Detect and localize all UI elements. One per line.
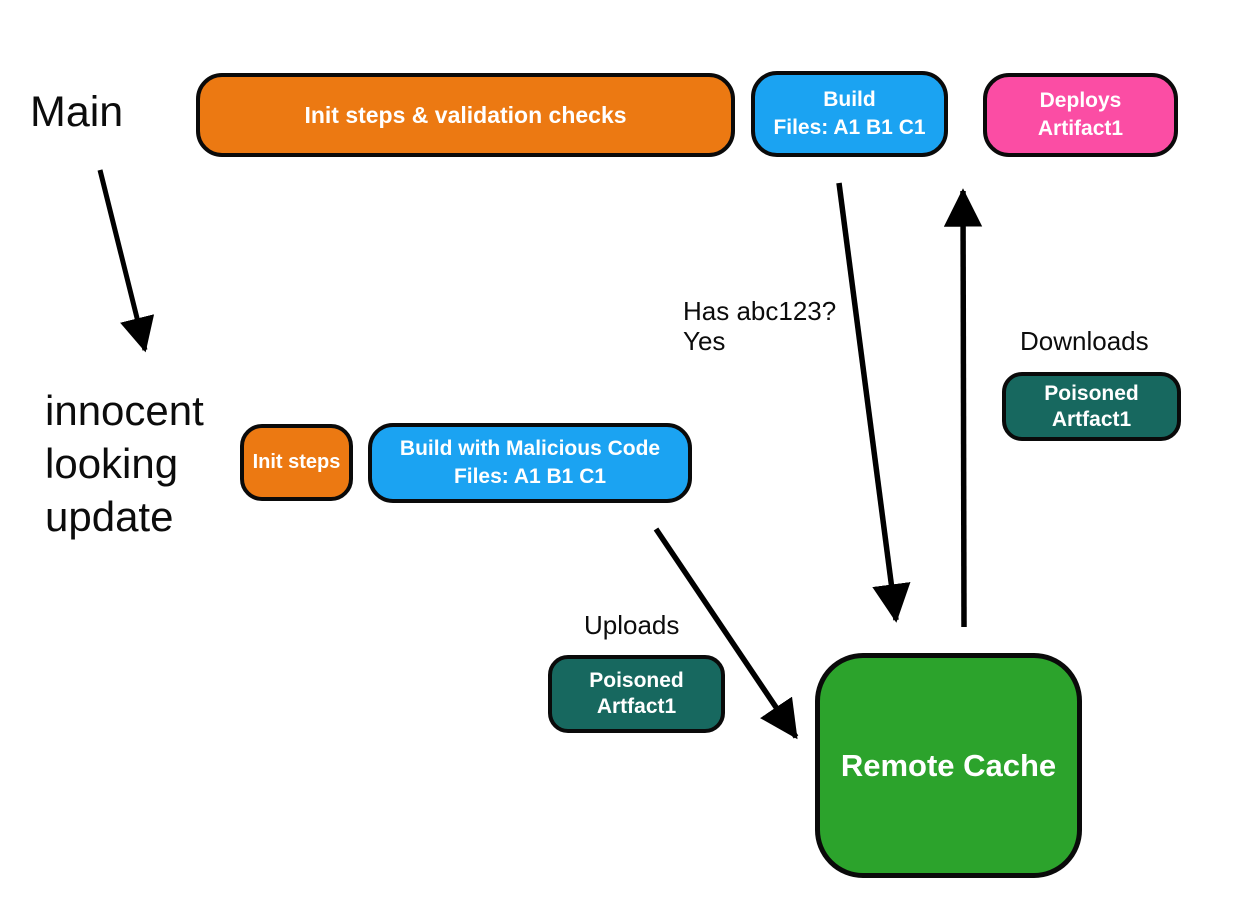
node-init-steps: Init steps [240, 424, 353, 501]
node-poisoned-artifact-download: Poisoned Artfact1 [1002, 372, 1181, 441]
node-build-files: Build Files: A1 B1 C1 [751, 71, 948, 157]
node-poisoned-artifact-upload: Poisoned Artfact1 [548, 655, 725, 733]
node-init-steps-validation-checks: Init steps & validation checks [196, 73, 735, 157]
label-has-hash-yes: Has abc123? Yes [683, 296, 837, 356]
node-build-with-malicious-code: Build with Malicious Code Files: A1 B1 C… [368, 423, 692, 503]
label-downloads: Downloads [1020, 326, 1149, 356]
node-deploys-artifact1: Deploys Artifact1 [983, 73, 1178, 157]
arrow-main-to-update [97, 169, 155, 353]
node-remote-cache: Remote Cache [815, 653, 1082, 878]
label-main-branch: Main [30, 88, 124, 136]
arrow-build-to-cache [836, 182, 911, 623]
label-uploads: Uploads [584, 610, 680, 640]
label-innocent-looking-update: innocent looking update [45, 387, 204, 540]
arrow-cache-to-deploys [943, 188, 983, 628]
